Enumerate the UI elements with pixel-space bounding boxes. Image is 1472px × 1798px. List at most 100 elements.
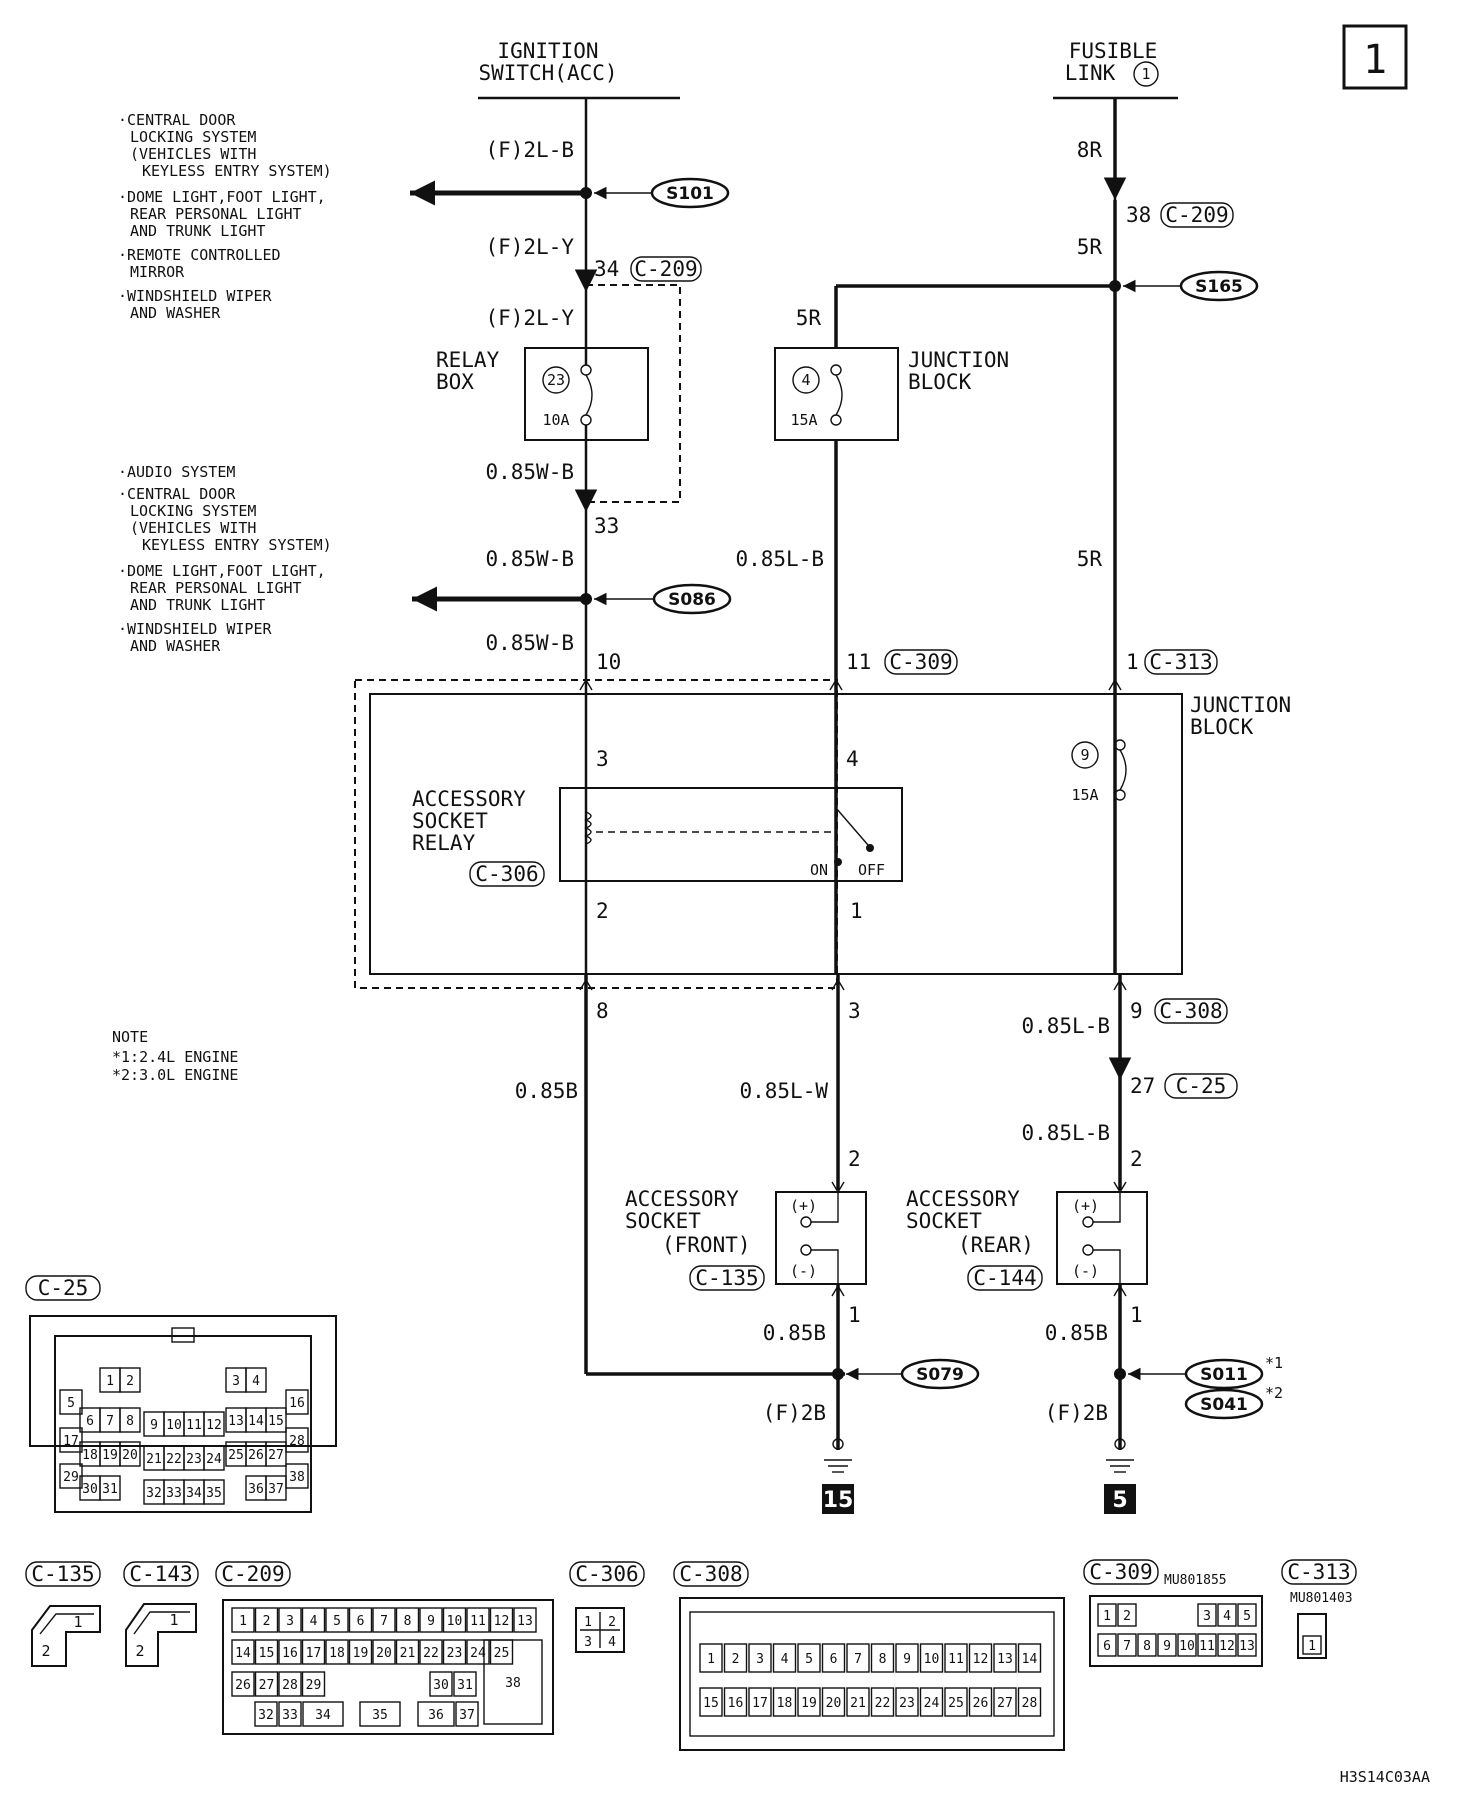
- page-number-box: [1342, 24, 1408, 90]
- ignition-switch-label: IGNITION SWITCH(ACC): [478, 39, 680, 100]
- svg-text:*1:2.4L ENGINE: *1:2.4L ENGINE: [112, 1048, 238, 1066]
- svg-text:16: 16: [282, 1646, 298, 1661]
- c25-pin: 6: [79, 1407, 101, 1433]
- c209-pin: 21: [395, 1639, 420, 1665]
- c309-pin: 4: [1217, 1603, 1237, 1627]
- connector-c309: C-309: [889, 650, 952, 674]
- svg-text:·WINDSHIELD WIPER: ·WINDSHIELD WIPER: [118, 620, 272, 638]
- svg-text:28: 28: [282, 1678, 298, 1693]
- wire-085lb-middle: 0.85L-B: [735, 547, 824, 571]
- c25-pin: 35: [203, 1479, 225, 1505]
- svg-text:15A: 15A: [790, 411, 817, 429]
- svg-text:18: 18: [777, 1696, 793, 1711]
- c209-pin: 31: [453, 1671, 477, 1697]
- c309-pin: 3: [1197, 1603, 1217, 1627]
- svg-text:AND TRUNK LIGHT: AND TRUNK LIGHT: [130, 222, 265, 240]
- svg-text:S079: S079: [916, 1365, 964, 1385]
- wire-5r-upper: 5R: [1077, 235, 1103, 259]
- circuit-list-upper: ·CENTRAL DOOR LOCKING SYSTEM (VEHICLES W…: [118, 111, 332, 322]
- connector-c308: C-308: [1159, 999, 1222, 1023]
- c209-pin: 11: [466, 1607, 490, 1633]
- svg-text:32: 32: [146, 1486, 162, 1501]
- circuit-list-lower: ·AUDIO SYSTEM ·CENTRAL DOOR LOCKING SYST…: [118, 463, 332, 655]
- c209-pin: 12: [489, 1607, 514, 1633]
- c209-pin: 28: [278, 1671, 302, 1697]
- c209-pin: 4: [301, 1607, 326, 1633]
- c308-pin: 4: [772, 1643, 797, 1673]
- svg-text:25: 25: [228, 1448, 244, 1463]
- svg-text:·CENTRAL DOOR: ·CENTRAL DOOR: [118, 485, 236, 503]
- c25-pin: 16: [285, 1389, 309, 1415]
- splice-s079: S079: [846, 1358, 980, 1390]
- svg-text:2: 2: [608, 1615, 616, 1630]
- svg-text:8: 8: [404, 1614, 412, 1629]
- svg-text:19: 19: [102, 1448, 118, 1463]
- c308-pin: 18: [772, 1687, 797, 1717]
- svg-text:OFF: OFF: [858, 861, 885, 879]
- svg-text:(-): (-): [790, 1262, 817, 1280]
- svg-text:(FRONT): (FRONT): [662, 1233, 751, 1257]
- c308-pin: 27: [993, 1687, 1017, 1717]
- c209-pin: 10: [442, 1607, 467, 1633]
- svg-text:9: 9: [427, 1614, 435, 1629]
- svg-text:C-143: C-143: [129, 1562, 192, 1586]
- c25-pin: 15: [265, 1407, 287, 1433]
- c308-pin: 26: [968, 1687, 993, 1717]
- svg-text:S011: S011: [1200, 1365, 1248, 1385]
- svg-text:·WINDSHIELD WIPER: ·WINDSHIELD WIPER: [118, 287, 272, 305]
- svg-text:6: 6: [1103, 1639, 1111, 1654]
- connector-c306: C-306: [475, 862, 538, 886]
- svg-text:5: 5: [1112, 1488, 1127, 1513]
- svg-text:LOCKING SYSTEM: LOCKING SYSTEM: [130, 502, 256, 520]
- connector-view-c306: C-306 1 2 3 4: [569, 1561, 645, 1653]
- c25-pin: 5: [59, 1389, 83, 1415]
- svg-text:16: 16: [289, 1396, 305, 1411]
- svg-text:11: 11: [1199, 1639, 1215, 1654]
- svg-text:1: 1: [1141, 65, 1150, 83]
- svg-text:KEYLESS ENTRY SYSTEM): KEYLESS ENTRY SYSTEM): [142, 162, 332, 180]
- c308-pin: 3: [748, 1643, 772, 1673]
- svg-text:23: 23: [899, 1696, 915, 1711]
- c25-pin: 13: [225, 1407, 247, 1433]
- c209-pin: 19: [348, 1639, 373, 1665]
- junction-block-label-1: JUNCTION: [1190, 693, 1291, 717]
- wire-085lw: 0.85L-W: [739, 1079, 828, 1103]
- svg-text:28: 28: [1022, 1696, 1038, 1711]
- c209-pin: 17: [301, 1639, 326, 1665]
- c308-pin: 20: [821, 1687, 846, 1717]
- svg-text:2: 2: [126, 1374, 134, 1389]
- svg-text:S041: S041: [1200, 1395, 1248, 1415]
- svg-text:6: 6: [830, 1652, 838, 1667]
- svg-text:BOX: BOX: [436, 370, 474, 394]
- relay-pin-3: 3: [596, 747, 609, 771]
- c209-pin: 24: [466, 1639, 490, 1665]
- svg-text:12: 12: [206, 1418, 222, 1433]
- svg-text:ACCESSORY: ACCESSORY: [412, 787, 526, 811]
- svg-text:1: 1: [707, 1652, 715, 1667]
- c308-pin: 22: [870, 1687, 895, 1717]
- c25-pin: 10: [163, 1411, 185, 1437]
- c308-pin: 23: [895, 1687, 919, 1717]
- svg-text:REAR PERSONAL LIGHT: REAR PERSONAL LIGHT: [130, 205, 302, 223]
- svg-text:LINK: LINK: [1065, 61, 1116, 85]
- svg-text:MU801855: MU801855: [1164, 1573, 1227, 1588]
- c308-pin: 12: [968, 1643, 993, 1673]
- svg-text:*2: *2: [1265, 1384, 1283, 1402]
- svg-text:29: 29: [63, 1470, 79, 1485]
- relay-pin-2: 2: [596, 899, 609, 923]
- c25-pin: 2: [119, 1367, 141, 1393]
- junction-block-label-2: BLOCK: [1190, 715, 1254, 739]
- svg-text:(VEHICLES WITH: (VEHICLES WITH: [130, 519, 256, 537]
- c209-pin: 26: [231, 1671, 255, 1697]
- svg-text:12: 12: [494, 1614, 510, 1629]
- c209-pin: 9: [419, 1607, 443, 1633]
- svg-text:6: 6: [86, 1414, 94, 1429]
- svg-text:23: 23: [186, 1452, 202, 1467]
- ground-15: 15: [822, 1438, 854, 1514]
- svg-text:2: 2: [1123, 1609, 1131, 1624]
- svg-text:AND WASHER: AND WASHER: [130, 304, 221, 322]
- connector-c313: C-313: [1149, 650, 1212, 674]
- relay-pin-1: 1: [850, 899, 863, 923]
- svg-text:SWITCH(ACC): SWITCH(ACC): [478, 61, 617, 85]
